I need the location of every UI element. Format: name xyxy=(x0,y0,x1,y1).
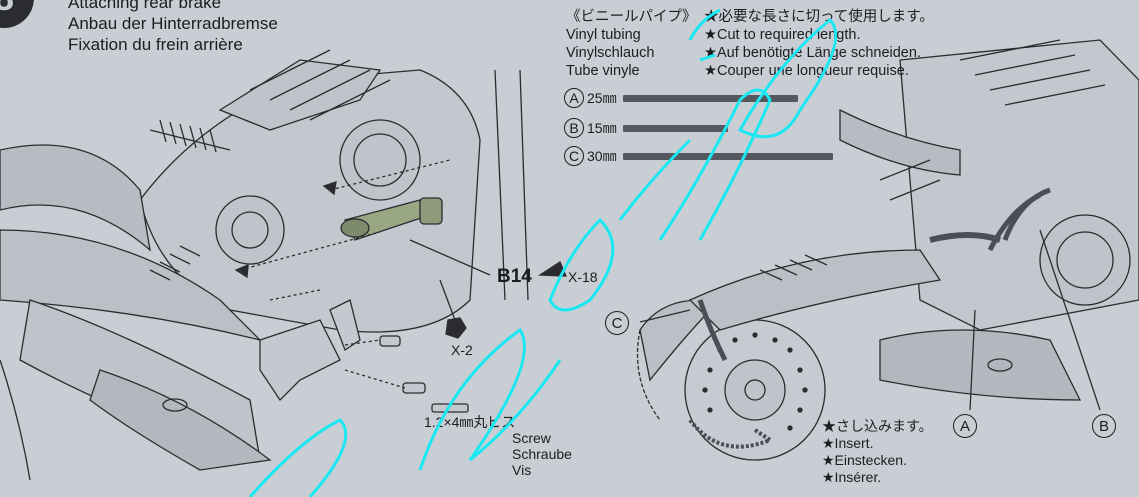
screw-en: Screw xyxy=(512,430,551,446)
screw-callout: 1.2×4㎜丸ビス Screw Schraube Vis xyxy=(424,414,572,478)
insert-instructions: ★さし込みます。 ★Insert. ★Einstecken. ★Insérer. xyxy=(822,418,933,486)
callout-c: C xyxy=(605,311,629,335)
title-de: Anbau der Hinterradbremse xyxy=(68,14,278,33)
tube-bar-b xyxy=(622,124,728,132)
screw-fr: Vis xyxy=(512,462,532,478)
tube-bar-a xyxy=(622,94,798,102)
part-x18-label: X-18 xyxy=(568,269,598,285)
tube-letter-b: B xyxy=(564,118,584,138)
tubing-note-en: ★Cut to required length. xyxy=(704,27,861,43)
step-number-badge: 8 xyxy=(0,0,34,28)
screw-de: Schraube xyxy=(512,446,572,462)
tubing-label-de: Vinylschlauch xyxy=(566,45,655,61)
part-b14-label: B14 xyxy=(497,266,532,287)
tube-length-a: 25㎜ xyxy=(587,90,617,106)
tube-piece-c: C 30㎜ xyxy=(564,146,833,166)
part-x2-label: X-2 xyxy=(451,342,473,358)
title-fr: Fixation du frein arrière xyxy=(68,35,243,54)
callout-a-letter: A xyxy=(959,417,970,435)
tube-letter-a: A xyxy=(564,88,584,108)
tubing-label-en: Vinyl tubing xyxy=(566,27,641,43)
tubing-instructions: 《ビニールパイプ》 Vinyl tubing Vinylschlauch Tub… xyxy=(566,8,934,80)
tubing-note-jp: ★必要な長さに切って使用します。 xyxy=(704,9,934,25)
insert-de: ★Einstecken. xyxy=(822,452,907,468)
tube-length-b: 15㎜ xyxy=(587,120,617,136)
step-number: 8 xyxy=(0,0,14,19)
tube-piece-b: B 15㎜ xyxy=(564,118,728,138)
tubing-note-fr: ★Couper une longueur requise. xyxy=(704,63,909,79)
callout-b: B xyxy=(1092,414,1116,438)
step-title-block: Attaching rear brake Anbau der Hinterrad… xyxy=(68,0,278,55)
insert-fr: ★Insérer. xyxy=(822,469,882,485)
tube-letter-c: C xyxy=(564,146,584,166)
tube-length-c: 30㎜ xyxy=(587,148,617,164)
title-en: Attaching rear brake xyxy=(68,0,222,12)
callout-a: A xyxy=(953,414,977,438)
tubing-note-de: ★Auf benötigte Länge schneiden. xyxy=(704,45,921,61)
tubing-label-fr: Tube vinyle xyxy=(566,63,640,79)
insert-en: ★Insert. xyxy=(822,435,874,451)
insert-jp: ★さし込みます。 xyxy=(822,418,933,434)
callout-c-letter: C xyxy=(611,314,623,332)
tube-piece-a: A 25㎜ xyxy=(564,88,798,108)
callout-b-letter: B xyxy=(1098,417,1109,435)
tube-bar-c xyxy=(622,152,833,160)
tubing-label-jp: 《ビニールパイプ》 xyxy=(566,9,697,25)
